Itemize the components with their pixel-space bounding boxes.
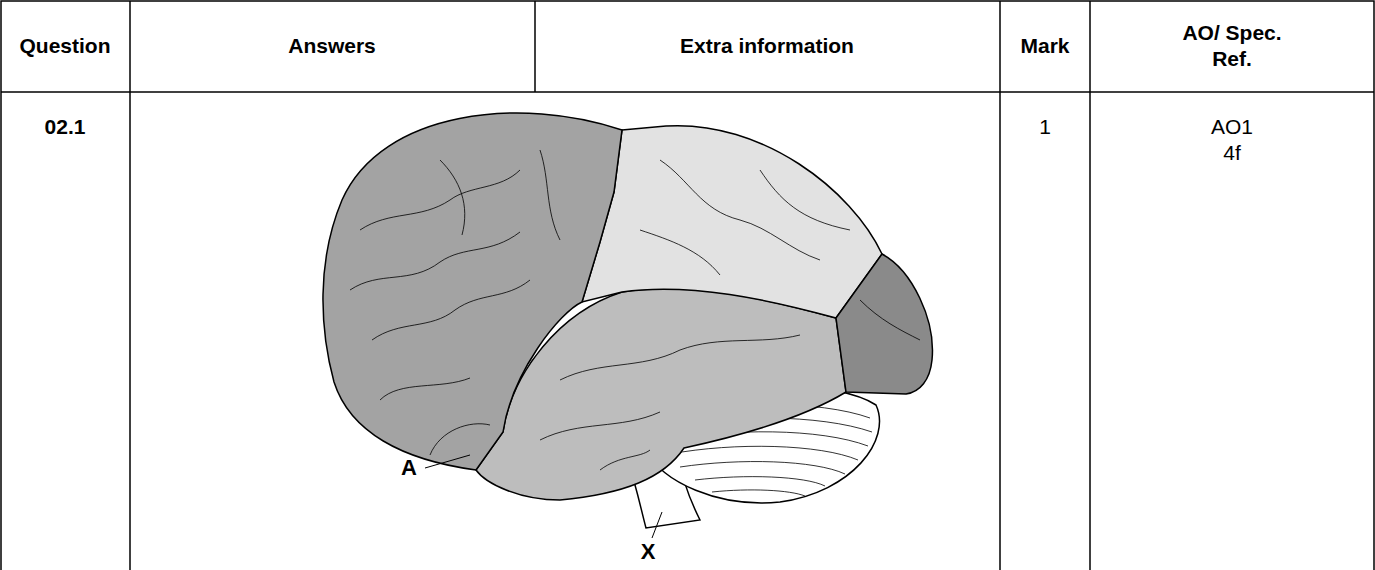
brain-illustration <box>323 113 932 538</box>
question-number: 02.1 <box>45 114 86 140</box>
sulci <box>350 150 920 470</box>
part-label: A <box>401 454 417 482</box>
frontal-lobe <box>323 113 622 470</box>
parietal-lobe <box>582 126 882 318</box>
column-heading: Question <box>19 33 110 59</box>
column-heading: Mark <box>1020 33 1069 59</box>
part-label: X <box>641 538 656 566</box>
column-heading: Answers <box>288 33 376 59</box>
leader-line <box>652 512 662 538</box>
mark-value: 1 <box>1039 114 1051 140</box>
column-heading: AO/ Spec. Ref. <box>1172 20 1292 73</box>
spec-reference: AO1 4f <box>1202 114 1262 167</box>
column-heading: Extra information <box>680 33 854 59</box>
occipital-lobe <box>836 254 932 394</box>
